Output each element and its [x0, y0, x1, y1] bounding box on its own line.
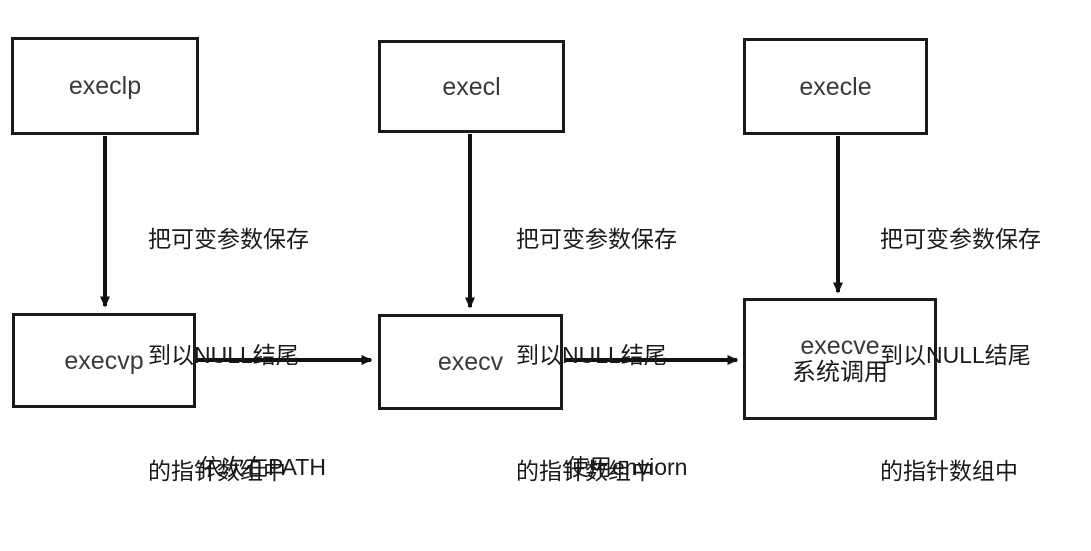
edge-label-execl-to-execv: 把可变参数保存 到以NULL结尾 的指针数组中 [516, 143, 677, 551]
node-execv[interactable]: execv [378, 314, 563, 410]
edge-label-line-1: 把可变参数保存 [516, 226, 677, 253]
edge-label-execlp-to-execvp: 把可变参数保存 到以NULL结尾 的指针数组中 [148, 143, 309, 551]
node-execve-sublabel: 系统调用 [792, 358, 888, 386]
edge-label-line-2: 到以NULL结尾 [148, 342, 299, 369]
edge-label-line-3: 的指针数组中 [148, 458, 286, 484]
edge-label-line-2: 到以NULL结尾 [516, 342, 667, 369]
edge-label-line-3: 的指针数组中 [880, 458, 1018, 484]
edge-label-execvp-to-execv: 依次在PATH 环境变量指示 的各目录中 查找该程序 [199, 371, 337, 551]
node-execlp-label: execlp [68, 72, 142, 100]
node-execve-label: execve [800, 331, 880, 360]
node-execvp[interactable]: execvp [12, 313, 196, 408]
node-execl-label: execl [442, 72, 501, 101]
node-execl[interactable]: execl [378, 40, 565, 133]
edge-label-line-1: 使用enviorn [566, 454, 688, 481]
edge-label-line-1: 依次在PATH [199, 454, 326, 481]
node-execle-label: execle [799, 72, 872, 101]
node-execv-label: execv [437, 348, 504, 376]
edge-label-execle-to-execve: 把可变参数保存 到以NULL结尾 的指针数组中 [880, 143, 1041, 551]
edge-label-line-1: 把可变参数保存 [880, 226, 1041, 253]
edge-label-line-3: 的指针数组中 [516, 458, 654, 484]
edge-label-line-1: 把可变参数保存 [148, 226, 309, 253]
node-execlp[interactable]: execlp [11, 37, 199, 135]
edge-label-line-2: 到以NULL结尾 [880, 342, 1031, 369]
edge-label-execv-to-execve: 使用enviorn 所指向的当前 环境变量表 [566, 371, 704, 551]
node-execle[interactable]: execle [743, 38, 928, 135]
node-execvp-label: execvp [64, 346, 144, 375]
node-execve[interactable]: execve 系统调用 [743, 298, 937, 420]
